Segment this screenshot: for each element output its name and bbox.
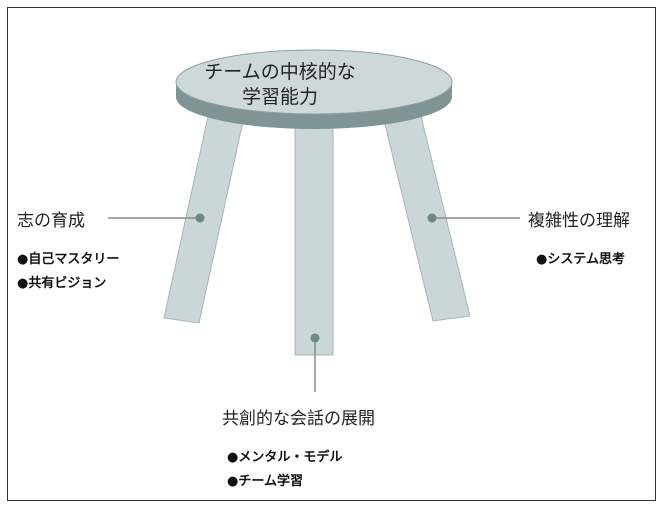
right-dot (427, 213, 437, 223)
right-leg-title: 複雑性の理解 (528, 211, 630, 231)
bottom-item-1: ●メンタル・モデル (227, 450, 343, 465)
bottom-dot (310, 333, 320, 343)
left-leg-title: 志の育成 (17, 211, 85, 231)
seat-label-line2: 学習能力 (241, 86, 318, 108)
seat-label-line1: チームの中核的な (204, 61, 356, 83)
seat-top (175, 49, 453, 115)
bottom-leg-title: 共創的な会話の展開 (222, 409, 375, 429)
seat-label: チームの中核的な 学習能力 (180, 60, 380, 110)
left-item-2: ●共有ビジョン (17, 276, 107, 291)
left-item-1: ●自己マスタリー (17, 252, 120, 267)
right-item-1: ●システム思考 (536, 252, 625, 267)
right-leg (381, 111, 471, 322)
bottom-item-2: ●チーム学習 (227, 474, 303, 489)
diagram-frame (7, 7, 656, 501)
left-dot (195, 213, 205, 223)
back-leg (294, 117, 334, 356)
